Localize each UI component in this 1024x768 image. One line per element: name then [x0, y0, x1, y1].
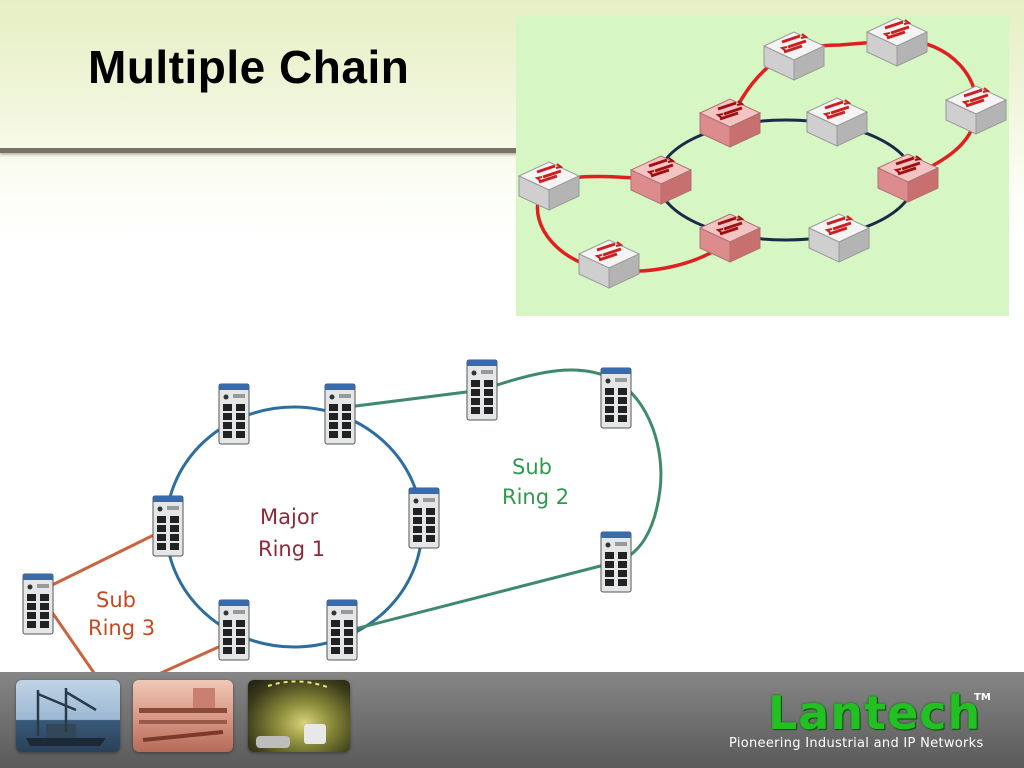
- harbor-photo-art: [26, 688, 106, 746]
- inset-switch-icon: [517, 160, 581, 212]
- tunnel-photo: [248, 680, 350, 752]
- inset-switch-icon-highlighted: [698, 97, 762, 149]
- trademark-mark: TM: [974, 692, 991, 703]
- switch-icon: [324, 383, 356, 445]
- factory-photo: [133, 680, 233, 752]
- switch-icon: [218, 383, 250, 445]
- footer-bar: Lantech TM Pioneering Industrial and IP …: [0, 672, 1024, 768]
- inset-switch-icon: [865, 16, 929, 68]
- lantech-logo: Lantech: [768, 686, 982, 740]
- slide-title: Multiple Chain: [88, 41, 410, 93]
- inset-ring-diagram: [516, 16, 1009, 316]
- switch-icon: [218, 599, 250, 661]
- major-ring-label-line1: Major: [260, 505, 319, 529]
- inset-switch-icon: [807, 212, 871, 264]
- harbor-photo: [16, 680, 120, 752]
- switch-icon: [152, 495, 184, 557]
- inset-switch-icon: [762, 30, 826, 82]
- inset-diagram-svg: [517, 16, 1008, 290]
- inset-switch-icon: [805, 96, 869, 148]
- inset-switch-icon-highlighted: [876, 152, 940, 204]
- major-ring-label-line2: Ring 1: [258, 537, 325, 561]
- switch-icon: [600, 531, 632, 593]
- switch-icon: [600, 367, 632, 429]
- factory-photo-art: [139, 688, 227, 742]
- inset-switch-icon: [577, 238, 641, 290]
- switch-icon: [466, 359, 498, 421]
- sub-ring-3-label-line1: Sub: [96, 588, 136, 612]
- title-divider: [0, 148, 540, 153]
- sub-ring-3-label-line2: Ring 3: [88, 616, 155, 640]
- switch-icon: [22, 573, 54, 635]
- sub-ring-2-label-line2: Ring 2: [502, 485, 569, 509]
- ring-topology-diagram: Major Ring 1 Sub Ring 2 Sub Ring 3: [22, 359, 663, 672]
- inset-switch-icon-highlighted: [629, 154, 693, 206]
- sub-ring-2-path: [339, 368, 663, 634]
- tunnel-photo-art: [256, 680, 331, 748]
- switch-icon: [408, 487, 440, 549]
- switch-icon: [326, 599, 358, 661]
- inset-inner-ring: [656, 118, 916, 242]
- sub-ring-3-path: [35, 525, 235, 672]
- inset-switch-icon: [944, 84, 1008, 136]
- inset-outer-ring-left: [535, 174, 732, 273]
- sub-ring-2-label-line1: Sub: [512, 455, 552, 479]
- company-tagline: Pioneering Industrial and IP Networks: [729, 736, 984, 751]
